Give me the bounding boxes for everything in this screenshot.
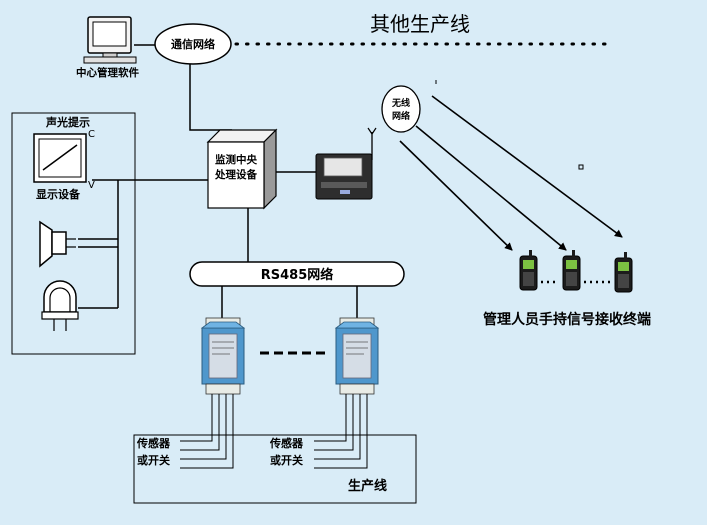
central-software-label: 中心管理软件 — [76, 66, 139, 79]
io-module-icon — [334, 317, 380, 395]
rs485-label: RS485网络 — [261, 267, 334, 283]
lcd-display-icon — [33, 133, 87, 183]
sound-light-box — [11, 112, 136, 355]
wireless-modem-icon — [315, 127, 377, 200]
speaker-icon — [39, 220, 76, 268]
sensor-wires-b — [314, 394, 368, 469]
sensor-label-a: 传感器 — [136, 436, 171, 450]
wireless-arrow-2 — [415, 125, 567, 251]
handheld-terminal-label: 管理人员手持信号接收终端 — [483, 311, 651, 328]
wireless-arrow-3 — [431, 95, 623, 238]
wireless-arrow-1 — [399, 140, 513, 251]
network-label: 通信网络 — [171, 37, 215, 51]
alarm-lamp-icon — [41, 280, 79, 331]
wireless-network-ellipse — [381, 85, 421, 133]
switch-label-b: 或开关 — [270, 453, 303, 467]
display-c-mark: C — [88, 129, 95, 140]
production-line-label: 生产线 — [348, 478, 387, 494]
wireless-label-line1: 无线 — [391, 97, 410, 109]
mobile-phone-icon — [519, 250, 538, 291]
central-processor-line2: 处理设备 — [214, 168, 257, 181]
display-device-label: 显示设备 — [36, 187, 81, 201]
other-lines-title: 其他生产线 — [370, 12, 470, 36]
sensor-label-b: 传感器 — [269, 436, 304, 450]
mobile-phone-icon — [562, 250, 581, 291]
computer-icon — [83, 16, 137, 64]
production-line-box — [133, 434, 417, 504]
central-processor-line1: 监测中央 — [215, 153, 257, 166]
display-v-mark: V — [88, 180, 95, 191]
switch-label-a: 或开关 — [137, 453, 170, 467]
wireless-label-line2: 网络 — [392, 110, 410, 122]
sound-light-label: 声光提示 — [45, 115, 90, 129]
sensor-wires-a — [180, 394, 234, 469]
central-processor-box — [206, 128, 278, 210]
io-module-icon — [200, 317, 246, 395]
mobile-phone-icon — [614, 252, 633, 293]
network-ellipse — [154, 23, 232, 65]
rs485-bar — [189, 261, 405, 287]
